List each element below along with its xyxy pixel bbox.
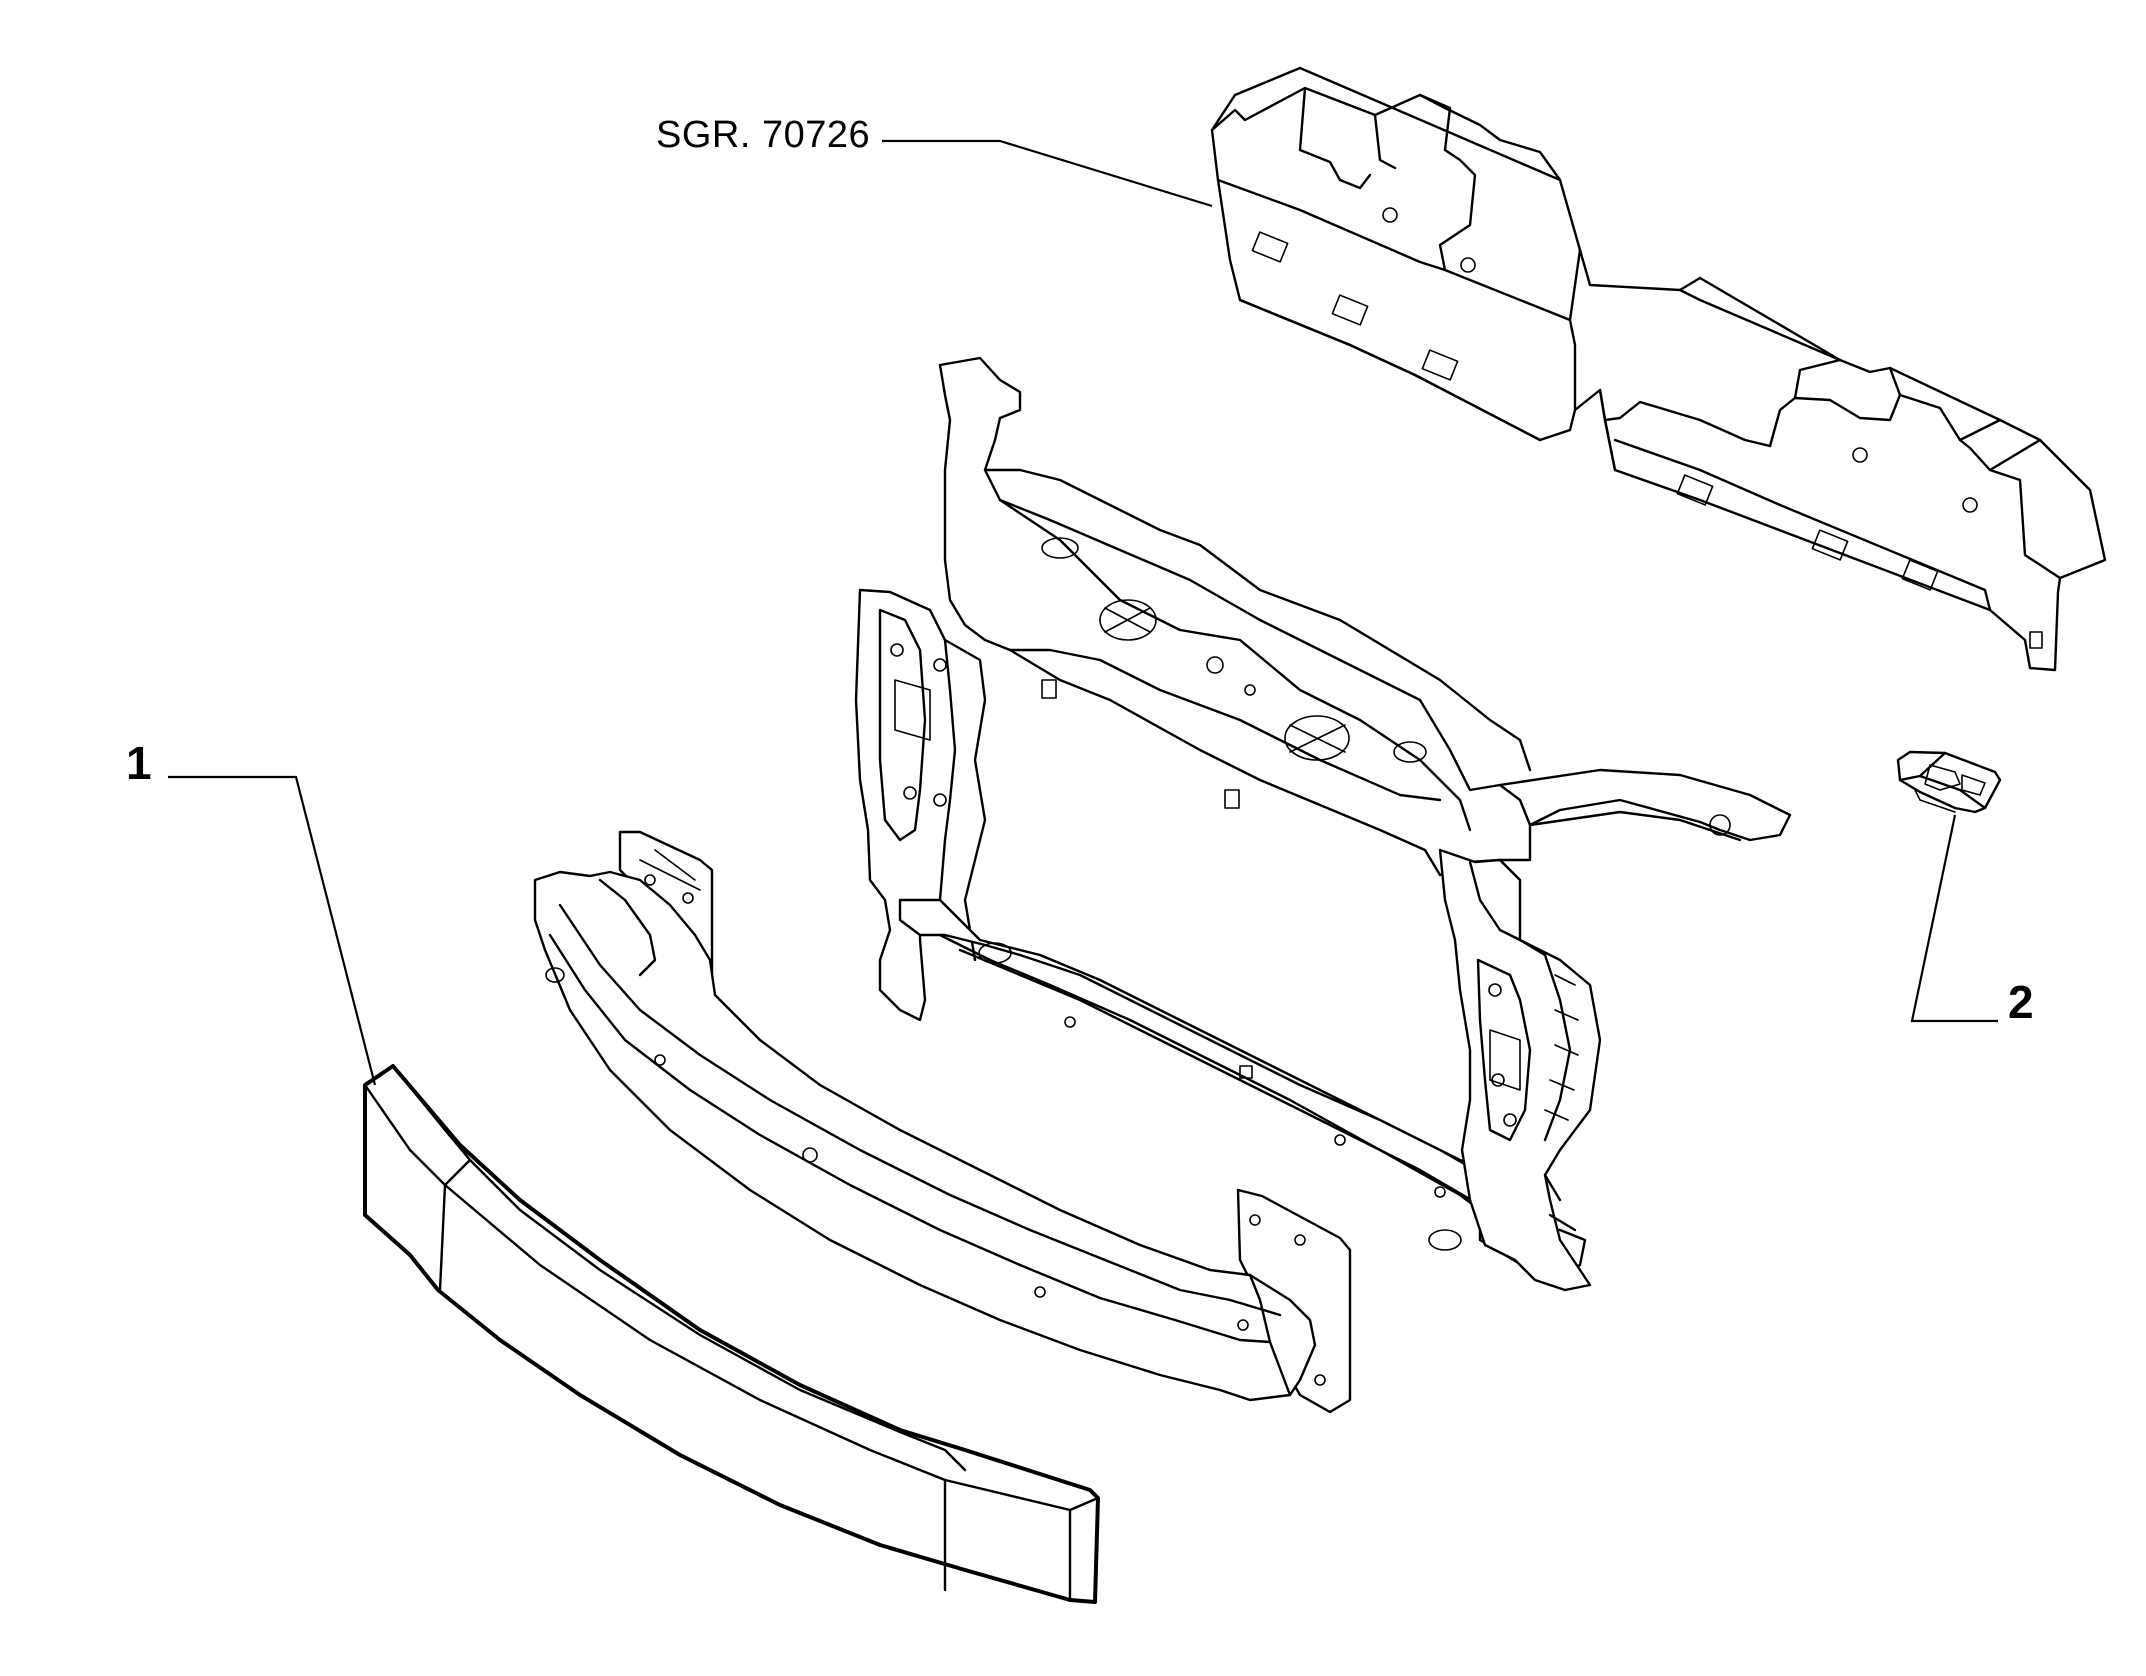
bumper-reinforcement-beam — [533, 830, 1352, 1414]
part-number-2-label: 2 — [2008, 976, 2034, 1028]
reference-group-label: SGR. 70726 — [656, 114, 871, 156]
part-1-lower-absorber — [363, 1064, 1100, 1604]
upper-energy-absorber — [1210, 66, 2107, 672]
leader-line-sgr — [882, 139, 1213, 208]
front-panel-frame — [854, 356, 1792, 1292]
leader-line-2 — [1910, 814, 1998, 1023]
part-2-clip — [1896, 750, 2002, 814]
leader-line-1 — [168, 775, 377, 1086]
part-number-1-label: 1 — [126, 737, 152, 789]
